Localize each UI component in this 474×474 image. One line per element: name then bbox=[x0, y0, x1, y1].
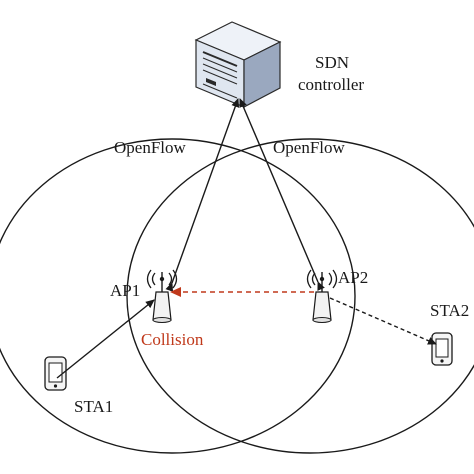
openflow-label-left: OpenFlow bbox=[114, 138, 187, 157]
openflow-label-right: OpenFlow bbox=[273, 138, 346, 157]
ap1-router-icon bbox=[146, 269, 178, 323]
ap1-coverage-area bbox=[0, 138, 356, 454]
openflow-link-ap2 bbox=[239, 98, 325, 291]
ap2-label: AP2 bbox=[338, 268, 368, 287]
collision-label: Collision bbox=[141, 330, 204, 349]
ap2-coverage-area bbox=[126, 138, 474, 454]
sta2-ap2-link bbox=[329, 297, 437, 345]
controller-label-line1: SDN bbox=[315, 53, 349, 72]
sta1-label: STA1 bbox=[74, 397, 113, 416]
controller-label-line2: controller bbox=[298, 75, 364, 94]
sdn-controller-server-icon bbox=[194, 21, 282, 108]
openflow-link-ap1 bbox=[165, 98, 240, 292]
sta2-mobile-device-icon bbox=[431, 332, 453, 366]
sta2-label: STA2 bbox=[430, 301, 469, 320]
sta1-ap1-link bbox=[56, 299, 155, 379]
ap1-label: AP1 bbox=[110, 281, 140, 300]
ap2-router-icon bbox=[306, 269, 338, 323]
